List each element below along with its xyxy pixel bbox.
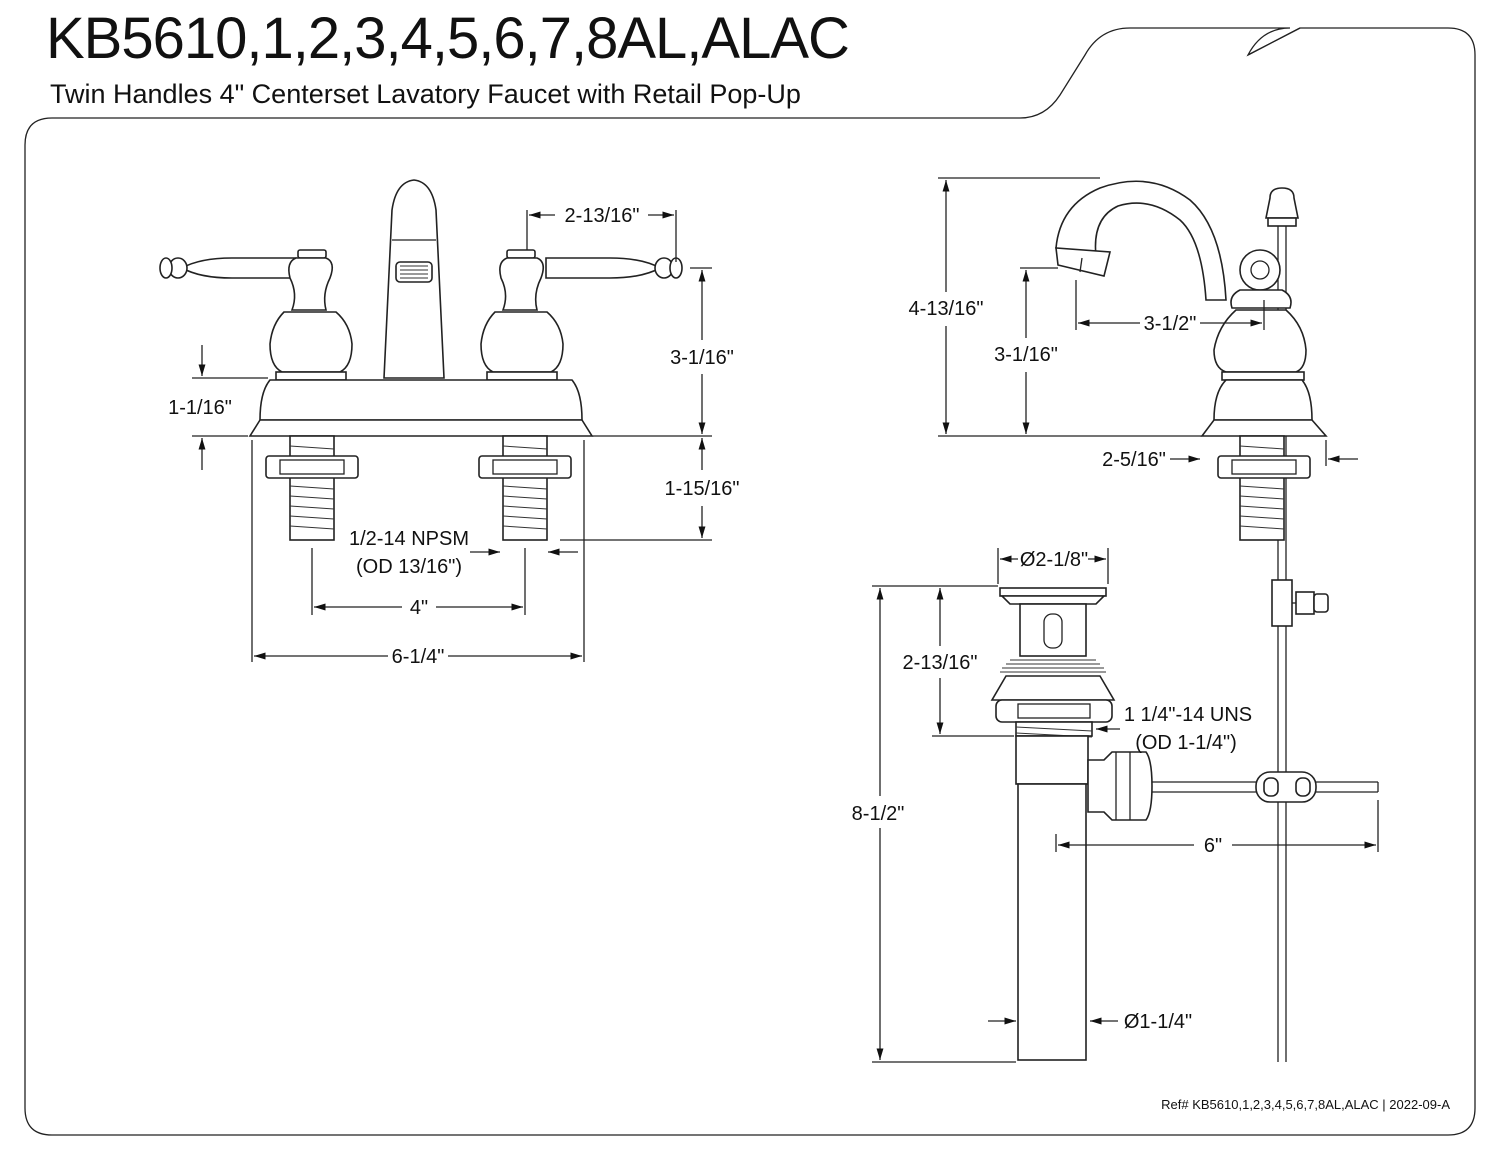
dim-drain-thread-spec: 1 1/4"-14 UNS bbox=[1124, 704, 1252, 726]
dim-deck-thickness: 1-1/16" bbox=[168, 397, 232, 419]
dim-thread-spec: 1/2-14 NPSM bbox=[349, 528, 469, 550]
reference-note: Ref# KB5610,1,2,3,4,5,6,7,8AL,ALAC | 202… bbox=[1161, 1097, 1450, 1112]
dim-flange-diameter: Ø2-1/8" bbox=[1020, 549, 1088, 571]
dim-base-width: 6-1/4" bbox=[392, 646, 445, 668]
dim-drain-thread-od: (OD 1-1/4") bbox=[1135, 732, 1237, 754]
pop-up-drain bbox=[990, 587, 1379, 1061]
dim-spout-height: 3-1/16" bbox=[994, 344, 1058, 366]
side-dimension-lines bbox=[938, 177, 1358, 466]
dim-handle-height: 3-1/16" bbox=[670, 347, 734, 369]
dim-overall-height: 4-13/16" bbox=[909, 298, 984, 320]
dim-body-height: 2-13/16" bbox=[903, 652, 978, 674]
dim-total-length: 8-1/2" bbox=[852, 803, 905, 825]
front-dimension-labels: 2-13/16" 3-1/16" 1-1/16" 1-15/16" 1/2-14… bbox=[168, 205, 739, 668]
dim-tailpiece-diameter: Ø1-1/4" bbox=[1124, 1011, 1192, 1033]
dim-center-spacing: 4" bbox=[410, 597, 428, 619]
page-title: KB5610,1,2,3,4,5,6,7,8AL,ALAC bbox=[46, 6, 850, 71]
drain-dimension-lines bbox=[872, 548, 1379, 1063]
page-subtitle: Twin Handles 4" Centerset Lavatory Fauce… bbox=[50, 79, 801, 109]
dim-handle-spread: 2-13/16" bbox=[565, 205, 640, 227]
dim-rod-length: 6" bbox=[1204, 835, 1222, 857]
dim-base-depth: 2-5/16" bbox=[1102, 449, 1166, 471]
front-view-faucet bbox=[159, 179, 683, 541]
drawing-frame bbox=[24, 27, 1476, 1136]
dim-spout-reach: 3-1/2" bbox=[1144, 313, 1197, 335]
side-dimension-labels: 4-13/16" 3-1/16" 3-1/2" 2-5/16" bbox=[909, 298, 1197, 471]
dim-shank-length: 1-15/16" bbox=[665, 478, 740, 500]
front-dimension-lines bbox=[192, 210, 712, 662]
dim-thread-od: (OD 13/16") bbox=[356, 556, 462, 578]
side-view-faucet bbox=[1055, 180, 1329, 1062]
drain-dimension-labels: Ø2-1/8" 2-13/16" 1 1/4"-14 UNS (OD 1-1/4… bbox=[852, 549, 1252, 1033]
